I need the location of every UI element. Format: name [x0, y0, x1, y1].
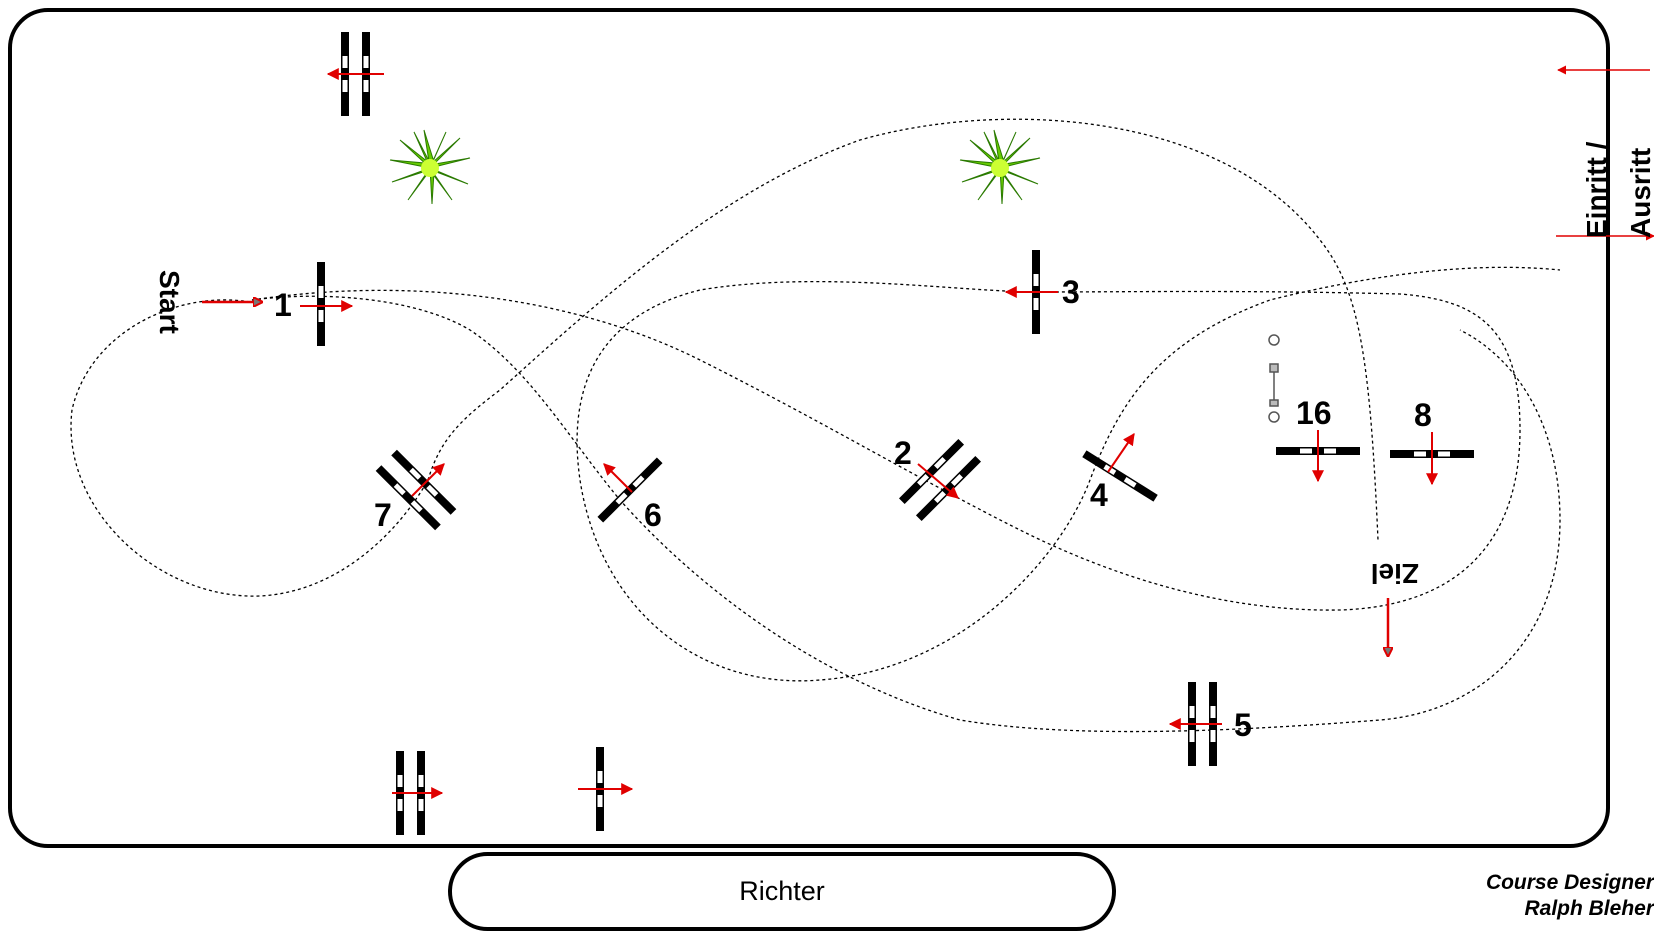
judge-box: Richter	[448, 852, 1116, 931]
course-designer: Course Designer Ralph Bleher	[1486, 870, 1654, 922]
obstacle-6: 6	[597, 457, 663, 533]
obstacle-3: 3	[1004, 250, 1080, 334]
obstacle-number: 8	[1414, 397, 1432, 433]
obstacle-16: 16	[1276, 395, 1360, 483]
obstacle-number: 7	[374, 497, 392, 533]
start-label: Start	[154, 270, 185, 334]
entrance-label-line1: Einritt /	[1581, 141, 1612, 238]
finish-label: Ziel	[1371, 558, 1419, 589]
start-marker: Start	[154, 270, 262, 334]
obstacle-number: 3	[1062, 274, 1080, 310]
obstacle-number: 5	[1234, 707, 1252, 743]
obstacle-number: 2	[894, 435, 912, 471]
obstacle-vertical-unnumbered	[578, 747, 634, 831]
finish-marker: Ziel	[1371, 558, 1419, 656]
obstacle-number: 4	[1090, 477, 1108, 513]
obstacle-8: 8	[1390, 397, 1474, 486]
arena-border	[8, 8, 1610, 848]
obstacle-oxer-unnumbered	[392, 751, 444, 835]
plant-icon	[389, 129, 471, 205]
entrance-arrow-icon	[1556, 65, 1654, 241]
entrance-label: Einritt / Ausritt	[1581, 141, 1654, 238]
obstacle-number: 16	[1296, 395, 1332, 431]
course-route	[70, 118, 1561, 733]
obstacle-1: 1	[274, 262, 354, 346]
obstacle-7: 7	[374, 449, 457, 533]
judge-label: Richter	[739, 876, 825, 906]
obstacle-number: 1	[274, 287, 292, 323]
water-stand-icon	[1268, 334, 1280, 423]
obstacle-oxer-unnumbered	[326, 32, 384, 116]
entrance-label-line2: Ausritt	[1625, 148, 1654, 238]
obstacle-4: 4	[1082, 433, 1158, 513]
obstacle-number: 6	[644, 497, 662, 533]
plant-icon	[959, 129, 1041, 205]
obstacle-5: 5	[1168, 682, 1252, 766]
obstacle-2: 2	[894, 435, 982, 522]
course-designer-name: Ralph Bleher	[1524, 897, 1654, 920]
course-designer-title: Course Designer	[1485, 871, 1654, 894]
